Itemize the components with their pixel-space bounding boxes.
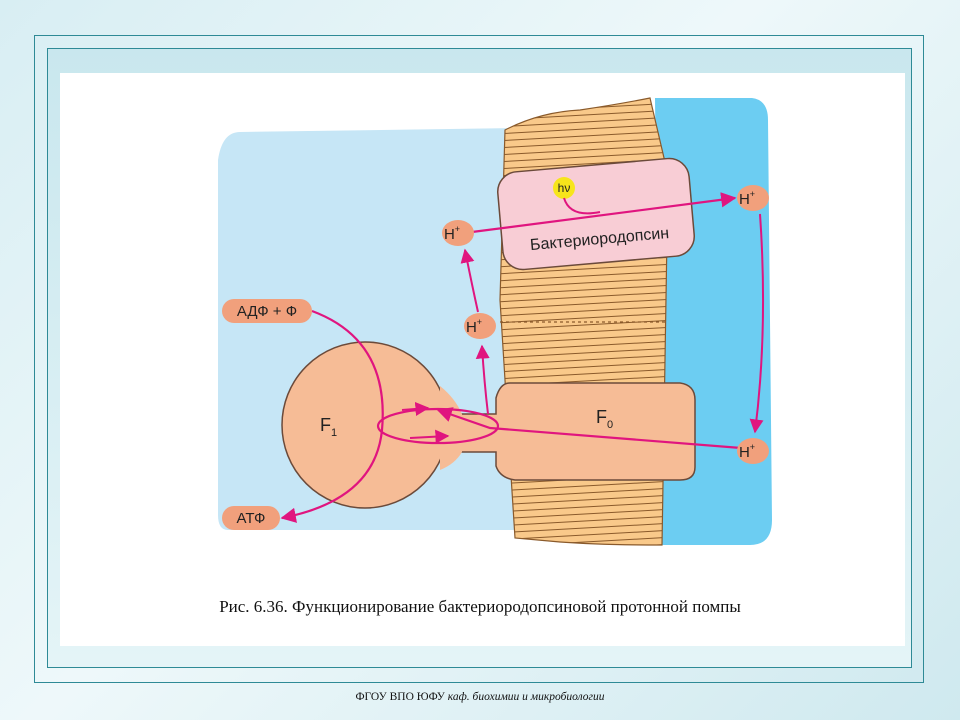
proton-pump-arrow xyxy=(471,192,737,234)
lipid-stripe xyxy=(500,151,668,163)
lipid-stripe xyxy=(500,270,668,282)
lipid-stripe xyxy=(500,116,668,128)
lipid-stripe xyxy=(500,298,668,310)
lipid-stripe xyxy=(500,284,668,296)
lipid-stripe xyxy=(500,277,668,289)
lipid-stripe xyxy=(500,326,668,338)
lipid-stripe xyxy=(500,508,668,520)
lipid-stripe xyxy=(500,354,668,366)
light-quantum xyxy=(553,177,575,199)
lipid-stripe xyxy=(500,340,668,352)
proton-flow-f0 xyxy=(436,407,742,450)
footer-org: ФГОУ ВПО ЮФУ xyxy=(355,691,445,703)
lipid-stripe xyxy=(500,480,668,492)
lipid-stripe xyxy=(500,494,668,506)
lipid-stripe xyxy=(500,312,668,324)
lipid-stripe xyxy=(500,529,668,541)
lipid-stripe xyxy=(500,263,668,275)
lipid-stripe xyxy=(500,333,668,345)
f1-label: F1 xyxy=(320,415,337,439)
lipid-stripe xyxy=(500,305,668,317)
footer-dept: каф. биохимии и микробиологии xyxy=(447,691,605,703)
proton-pill-outer-top: H+ xyxy=(737,185,769,211)
lipid-stripe xyxy=(500,137,668,149)
bacteriorhodopsin xyxy=(497,157,695,271)
adp-label: АДФ + Ф xyxy=(237,303,297,320)
svg-text:H+: H+ xyxy=(466,317,482,336)
lipid-stripe xyxy=(500,487,668,499)
adp-pill: АДФ + Ф xyxy=(222,299,312,323)
proton-pill-inner-mid: H+ xyxy=(464,313,496,339)
svg-text:H+: H+ xyxy=(444,224,460,243)
lipid-stripe xyxy=(500,291,668,303)
footer: ФГОУ ВПО ЮФУ каф. биохимии и микробиолог… xyxy=(0,691,960,703)
f0-subunit xyxy=(457,382,696,481)
lipid-stripe xyxy=(500,515,668,527)
lipid-stripe xyxy=(500,361,668,373)
lipid-stripe xyxy=(500,501,668,513)
slide-outer-frame xyxy=(34,35,924,683)
lipid-stripe xyxy=(500,144,668,156)
f0-label: F0 xyxy=(596,407,613,431)
lipid-stripe xyxy=(500,130,668,142)
rotation-arrow-bottom xyxy=(409,429,450,444)
atp-label: АТФ xyxy=(237,510,266,527)
light-path xyxy=(563,197,601,215)
proton-pill-inner-top: H+ xyxy=(442,220,474,246)
proton-pill-outer-bottom: H+ xyxy=(737,438,769,464)
adp-atp-arc xyxy=(280,309,384,523)
svg-text:H+: H+ xyxy=(739,442,755,461)
lipid-stripe xyxy=(500,347,668,359)
lipid-stripe xyxy=(500,536,668,545)
lipid-stripe xyxy=(500,123,668,135)
svg-text:H+: H+ xyxy=(739,189,755,208)
proton-flow-up-2 xyxy=(460,248,479,313)
rotation-arrow-top xyxy=(401,401,430,416)
figure-caption: Рис. 6.36. Функционирование бактериородо… xyxy=(219,597,741,616)
f1-subunit xyxy=(281,341,449,509)
proton-outer-return xyxy=(749,213,765,434)
lipid-stripe xyxy=(500,368,668,380)
proton-flow-up-1 xyxy=(475,344,490,415)
lipid-stripe xyxy=(500,522,668,534)
atp-pill: АТФ xyxy=(222,506,280,530)
hv-label: hν xyxy=(558,181,571,195)
